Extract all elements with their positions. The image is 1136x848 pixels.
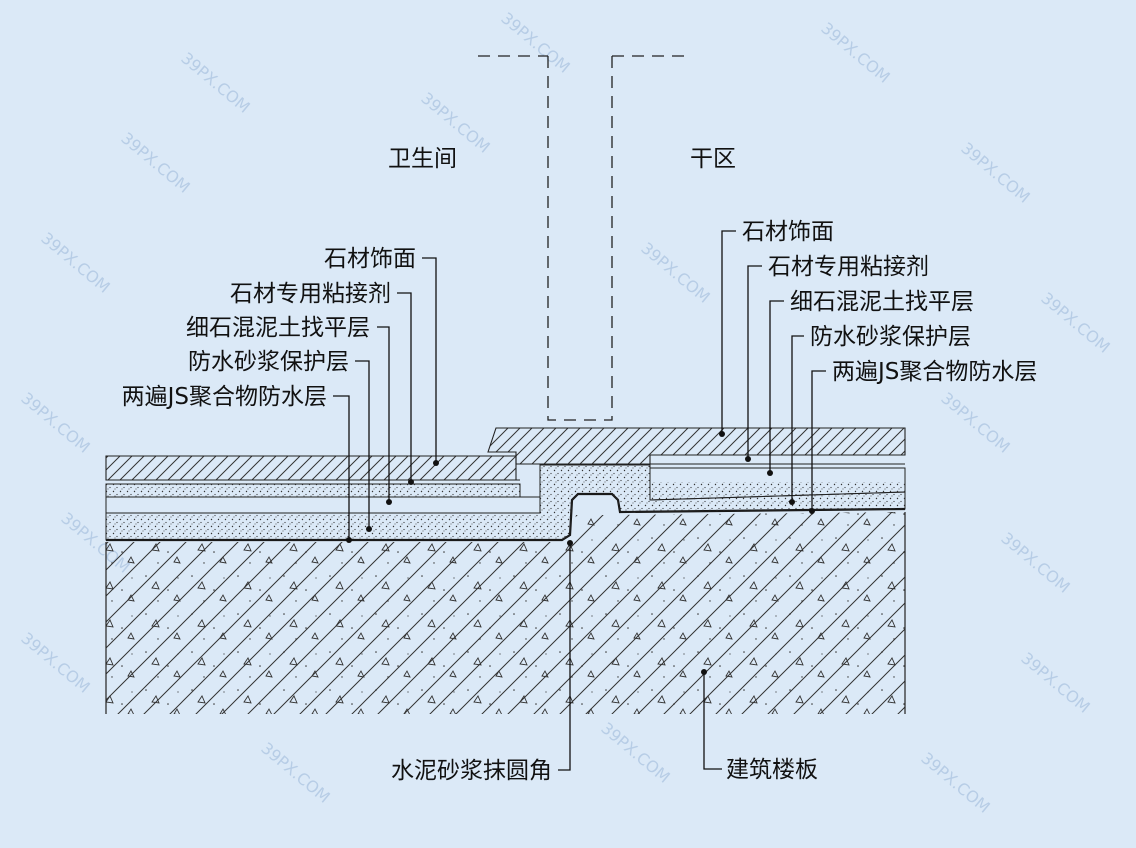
leader-lines <box>333 230 826 771</box>
watermark: 39PX.COM <box>17 629 93 697</box>
watermark: 39PX.COM <box>37 229 113 297</box>
watermark: 39PX.COM <box>937 389 1013 457</box>
watermark: 39PX.COM <box>817 19 893 87</box>
building-slab <box>105 512 906 714</box>
watermark: 39PX.COM <box>597 719 673 787</box>
left-layer-label: 两遍JS聚合物防水层 <box>122 384 327 410</box>
stone-surface-right <box>487 427 906 465</box>
watermark: 39PX.COM <box>117 129 193 197</box>
room-label-dry-area: 干区 <box>690 146 736 172</box>
watermark: 39PX.COM <box>997 529 1073 597</box>
watermark: 39PX.COM <box>1017 649 1093 717</box>
watermark: 39PX.COM <box>177 49 253 117</box>
room-label-bathroom: 卫生间 <box>388 146 457 172</box>
watermark: 39PX.COM <box>917 749 993 817</box>
right-layer-label: 两遍JS聚合物防水层 <box>832 359 1037 385</box>
leveling-layer-left <box>105 483 541 514</box>
watermark: 39PX.COM <box>17 389 93 457</box>
watermark: 39PX.COM <box>1037 289 1113 357</box>
left-layer-label: 防水砂浆保护层 <box>188 349 349 375</box>
left-layer-label: 石材专用粘接剂 <box>230 281 391 307</box>
watermark: 39PX.COM <box>637 239 713 307</box>
watermark: 39PX.COM <box>257 739 333 807</box>
slab-label: 建筑楼板 <box>726 757 818 783</box>
right-layer-label: 石材饰面 <box>742 219 834 245</box>
left-layer-label: 细石混泥土找平层 <box>186 315 370 341</box>
right-layer-label: 石材专用粘接剂 <box>768 254 929 280</box>
left-layer-label: 石材饰面 <box>324 246 416 272</box>
fillet-label: 水泥砂浆抹圆角 <box>391 758 552 784</box>
right-layer-label: 防水砂浆保护层 <box>810 324 971 350</box>
leader-dots <box>346 431 815 675</box>
stone-surface-left <box>105 455 517 481</box>
watermark: 39PX.COM <box>497 9 573 77</box>
dashed-wall <box>478 55 688 421</box>
watermark: 39PX.COM <box>957 139 1033 207</box>
leveling-layer-right <box>649 467 906 501</box>
mortar-protection-layer <box>105 464 906 541</box>
right-layer-label: 细石混泥土找平层 <box>790 289 974 315</box>
